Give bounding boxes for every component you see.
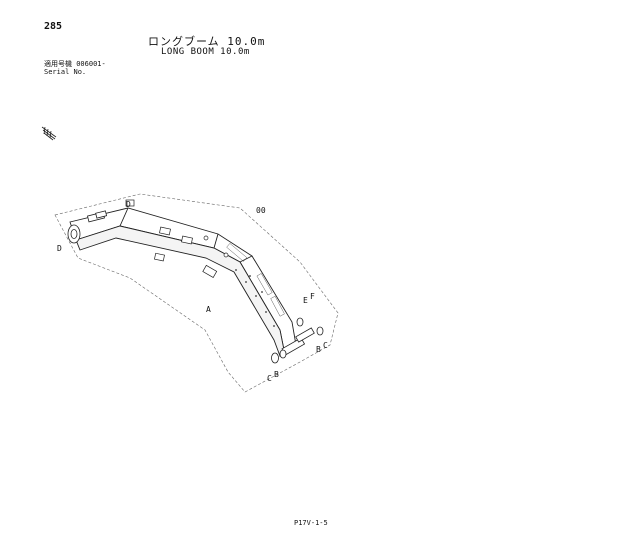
boom-body <box>69 207 297 357</box>
callout-c-lower: C <box>267 374 272 383</box>
boom-rivets <box>235 269 275 327</box>
boom-foot-boss <box>67 210 108 244</box>
callout-f: F <box>310 292 315 301</box>
page-number: 285 <box>44 21 63 32</box>
boom-brackets <box>125 199 229 278</box>
footer-code: P17V-1-5 <box>294 519 328 527</box>
boom-tip-end <box>271 317 324 364</box>
page-title-english: LONG BOOM 10.0m <box>161 47 250 57</box>
serial-label-english: Serial No. <box>44 68 87 76</box>
callout-d-top: D <box>126 200 131 209</box>
callout-b-lower: B <box>274 370 279 379</box>
boom-decals <box>226 243 285 317</box>
callout-d-left: D <box>57 244 62 253</box>
callout-a: A <box>206 305 211 314</box>
callout-e: E <box>303 296 308 305</box>
serial-label-japanese: 適用号機 006001- <box>44 60 106 68</box>
page-title-japanese: ロングブーム 10.0m <box>148 35 266 48</box>
callout-oo: 00 <box>256 206 266 215</box>
direction-mark-icon <box>41 126 57 141</box>
assembly-outline <box>54 193 339 393</box>
callout-c-right: C <box>323 341 328 350</box>
callout-b-right: B <box>316 345 321 354</box>
